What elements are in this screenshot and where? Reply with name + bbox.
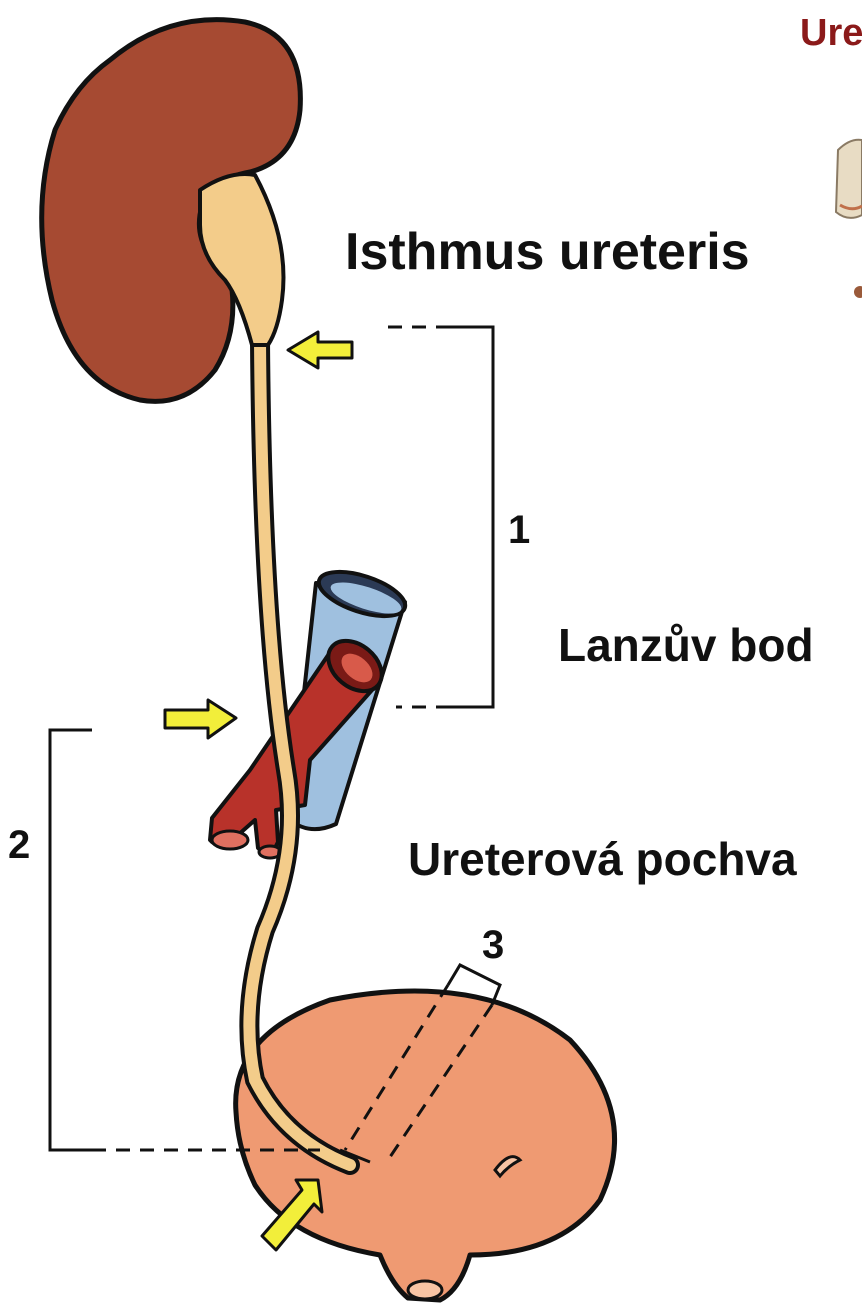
- segment-number-3: 3: [482, 923, 504, 967]
- urinary-bladder-icon: [236, 991, 615, 1300]
- kidney-icon: [42, 20, 301, 402]
- segment-number-1: 1: [508, 508, 530, 552]
- arrow-icon: [288, 332, 352, 368]
- label-isthmus-ureteris: Isthmus ureteris: [345, 222, 750, 282]
- partial-illustration: [836, 140, 862, 298]
- segment-number-2: 2: [8, 823, 30, 867]
- label-ureteral-sheath: Ureterová pochva: [408, 832, 797, 886]
- label-lanz-point: Lanzův bod: [558, 618, 814, 672]
- segment-bracket-1: [388, 327, 493, 707]
- arrow-icon: [165, 700, 236, 738]
- page-title: Ure: [800, 12, 862, 55]
